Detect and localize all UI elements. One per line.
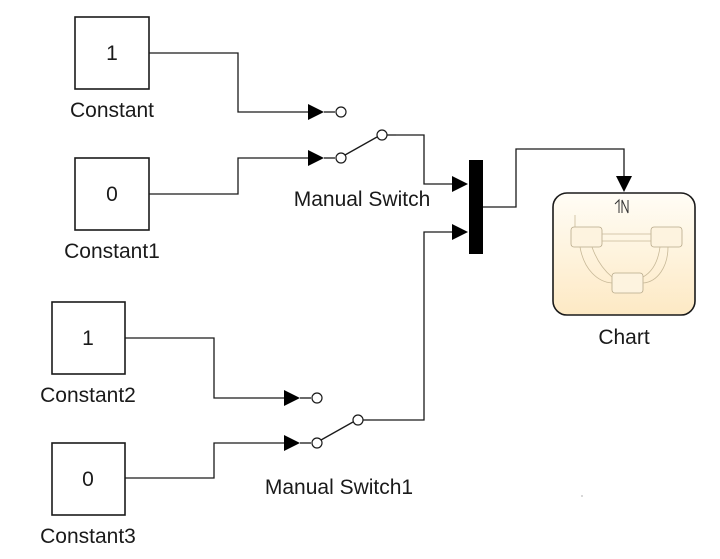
- constant2-value: 1: [82, 327, 94, 350]
- wire-switch1-to-mux[interactable]: [370, 231, 456, 421]
- wire-constant2-to-switch1[interactable]: [125, 337, 288, 399]
- wire-constant1-to-switch[interactable]: [149, 157, 312, 195]
- constant1-label[interactable]: Constant1: [64, 240, 160, 263]
- manual-switch1-label[interactable]: Manual Switch1: [265, 476, 413, 499]
- manual-switch1-block[interactable]: Manual Switch1: [265, 390, 413, 499]
- arrow-head-icon: [452, 176, 468, 192]
- wire-switch-to-mux[interactable]: [396, 134, 456, 185]
- switch-contact-icon: [335, 106, 347, 118]
- chart-box[interactable]: [552, 192, 696, 316]
- switch-contact-icon: [311, 437, 323, 449]
- constant-label[interactable]: Constant: [70, 99, 154, 122]
- constant2-block[interactable]: 1 Constant2: [40, 301, 136, 407]
- stateflow-icon: [614, 198, 629, 214]
- chart-preview-icon: [570, 215, 683, 294]
- constant3-box[interactable]: [51, 442, 126, 516]
- canvas-dot: [581, 495, 583, 497]
- wire-constant3-to-switch1[interactable]: [125, 442, 288, 479]
- switch-contact-icon: [311, 392, 323, 404]
- switch-lever-icon[interactable]: [344, 136, 378, 156]
- manual-switch-label[interactable]: Manual Switch: [294, 188, 431, 211]
- switch-contact-icon: [335, 152, 347, 164]
- constant2-box[interactable]: [51, 301, 126, 375]
- constant-value: 1: [106, 42, 118, 65]
- constant2-label[interactable]: Constant2: [40, 384, 136, 407]
- switch-pivot-icon: [376, 129, 388, 141]
- constant1-box[interactable]: [74, 157, 150, 231]
- constant-block[interactable]: 1 Constant: [70, 16, 154, 122]
- constant1-block[interactable]: 0 Constant1: [64, 157, 160, 263]
- switch-pivot-icon: [352, 414, 364, 426]
- arrow-head-icon: [308, 150, 324, 166]
- arrow-head-icon: [452, 224, 468, 240]
- wire-mux-to-chart[interactable]: [483, 148, 625, 208]
- mux-block[interactable]: [452, 160, 483, 254]
- constant1-value: 0: [106, 183, 118, 206]
- chart-label[interactable]: Chart: [598, 326, 650, 349]
- constant-box[interactable]: [74, 16, 150, 90]
- signal-lines: [125, 52, 625, 479]
- arrow-head-icon: [284, 435, 300, 451]
- manual-switch-block[interactable]: Manual Switch: [294, 104, 431, 211]
- constant3-block[interactable]: 0 Constant3: [40, 442, 136, 548]
- mux-bar[interactable]: [469, 160, 483, 254]
- arrow-head-icon: [284, 390, 300, 406]
- arrow-head-icon: [616, 176, 632, 192]
- constant3-label[interactable]: Constant3: [40, 525, 136, 548]
- constant3-value: 0: [82, 468, 94, 491]
- chart-block[interactable]: Chart: [552, 176, 696, 349]
- switch-lever-icon[interactable]: [320, 421, 354, 441]
- arrow-head-icon: [308, 104, 324, 120]
- wire-constant-to-switch[interactable]: [149, 52, 312, 113]
